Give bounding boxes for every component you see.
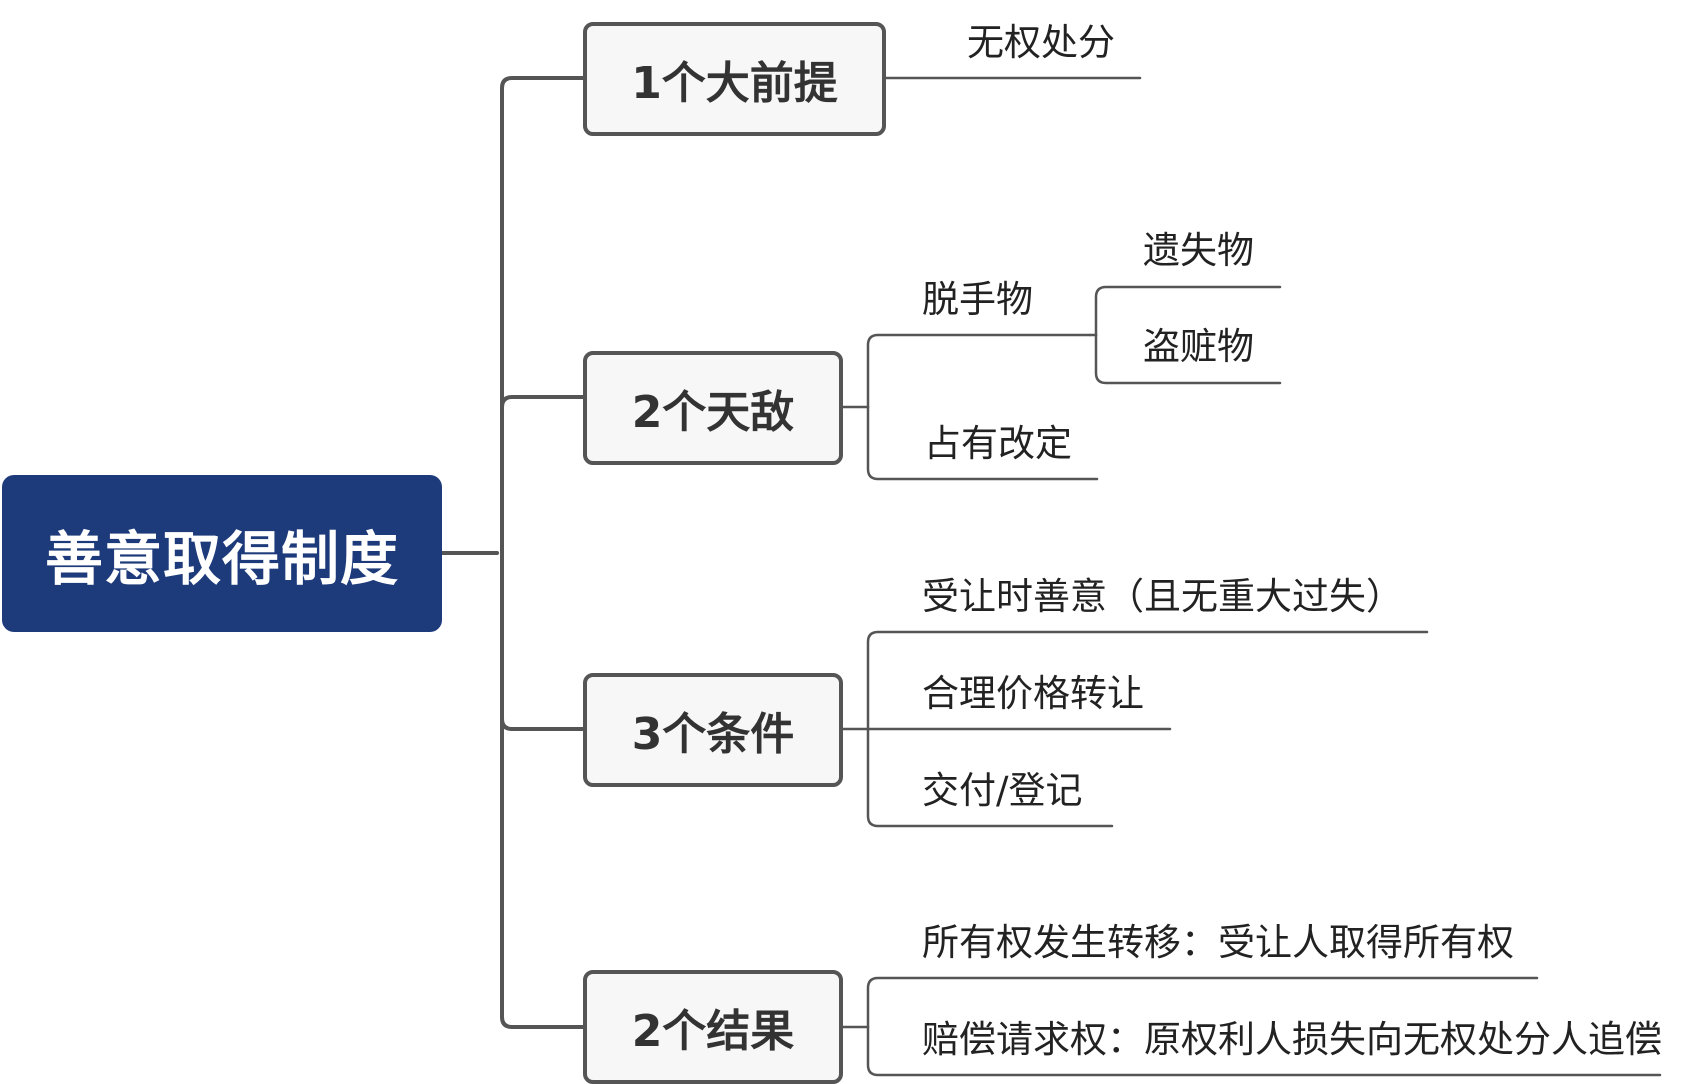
leaf-constructive-possession[interactable]: 占有改定 xyxy=(924,422,1072,465)
leaf-delivery-registration[interactable]: 交付/登记 xyxy=(922,769,1083,812)
root-label: 善意取得制度 xyxy=(44,524,399,593)
root-node[interactable]: 善意取得制度 xyxy=(2,475,442,632)
leaf-stolen-goods[interactable]: 盗赃物 xyxy=(1143,325,1254,368)
branch-label: 1个大前提 xyxy=(631,58,838,109)
leaf-unauthorized-disposal[interactable]: 无权处分 xyxy=(967,21,1115,64)
branch-label: 2个天敌 xyxy=(631,387,795,438)
leaf-reasonable-price[interactable]: 合理价格转让 xyxy=(922,672,1144,715)
branch-node-results[interactable]: 2个结果 xyxy=(583,970,843,1084)
leaf-compensation-claim[interactable]: 赔偿请求权：原权利人损失向无权处分人追偿 xyxy=(922,1018,1662,1061)
branch-label: 2个结果 xyxy=(631,1006,795,1057)
branch-node-enemies[interactable]: 2个天敌 xyxy=(583,351,843,465)
leaf-good-faith[interactable]: 受让时善意（且无重大过失） xyxy=(922,575,1403,618)
branch-node-conditions[interactable]: 3个条件 xyxy=(583,673,843,787)
branch-node-premise[interactable]: 1个大前提 xyxy=(583,22,886,136)
leaf-ownership-transfer[interactable]: 所有权发生转移：受让人取得所有权 xyxy=(922,921,1514,964)
branch-label: 3个条件 xyxy=(631,709,795,760)
leaf-lost-property[interactable]: 遗失物 xyxy=(1143,229,1254,272)
leaf-lost-control-items[interactable]: 脱手物 xyxy=(922,278,1033,321)
